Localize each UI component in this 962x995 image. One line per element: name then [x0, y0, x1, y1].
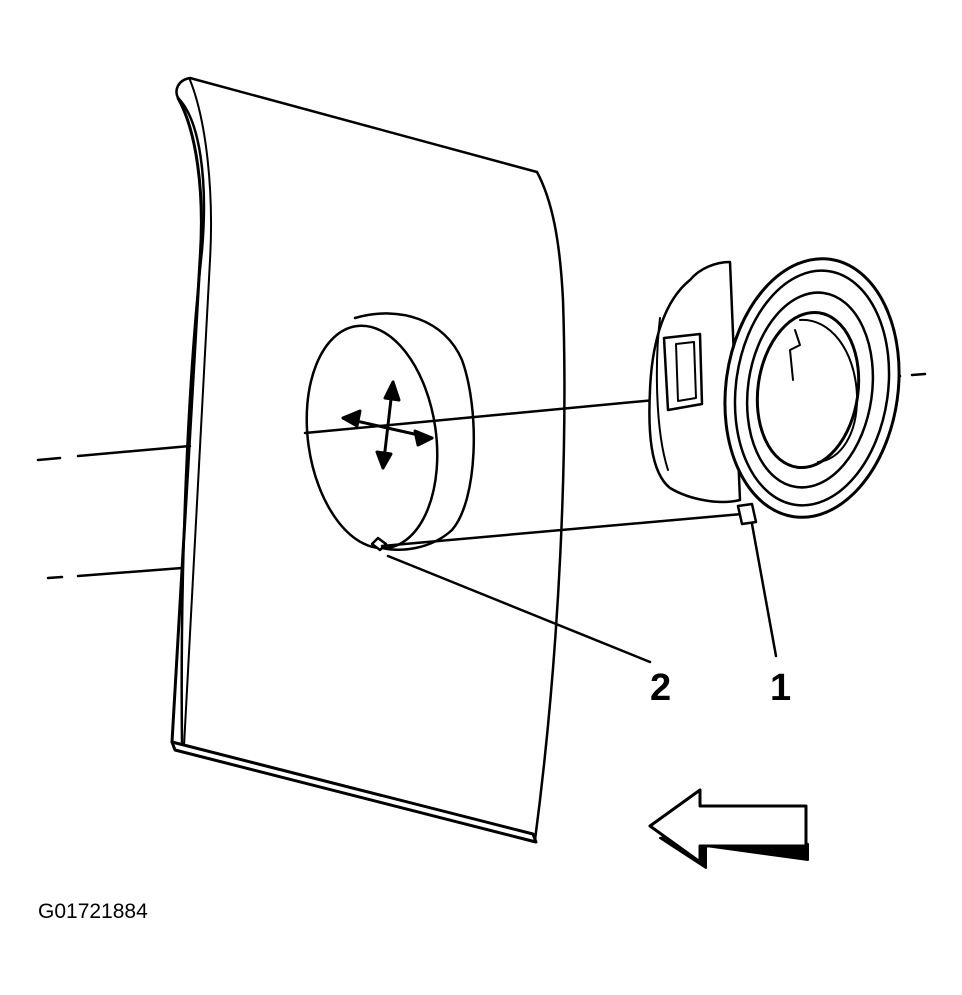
sensor-locating-tab	[736, 502, 758, 526]
figure-id: G01721884	[38, 900, 148, 923]
sensor-bezel-ring	[733, 269, 891, 507]
adjust-cross-arrows-icon	[341, 380, 434, 470]
centerline-lower	[76, 566, 184, 578]
callout-2: 2	[650, 667, 671, 709]
centerline-sensor-axis-dash	[910, 372, 927, 377]
callout-1: 1	[770, 667, 791, 709]
sensor-housing-inner-band	[655, 317, 669, 471]
tab-alignment-line	[380, 512, 744, 548]
direction-arrow-left-icon	[648, 788, 809, 869]
sensor-opening-depth	[799, 318, 859, 463]
centerline-upper-left	[36, 456, 62, 462]
alignment-lines	[36, 372, 927, 580]
sensor-clip-window	[662, 332, 704, 412]
sensor-bezel-inner-ring	[745, 291, 875, 489]
sensor-bezel-outer	[723, 257, 901, 519]
fascia-left-edge-inner	[183, 79, 212, 747]
sensor-inner-detail	[789, 329, 801, 381]
sensor-clip-window-inner	[675, 341, 697, 402]
fascia-bottom-flange-line	[181, 751, 535, 843]
centerline-upper	[76, 444, 192, 458]
direction-arrow-body	[648, 788, 808, 864]
centerline-through-hole	[303, 398, 657, 435]
leader-line-1	[750, 522, 778, 658]
hole-boss-depth	[353, 312, 476, 551]
fascia-left-edge	[170, 96, 203, 744]
fascia-bottom-flange	[170, 740, 538, 844]
parking-sensor	[648, 257, 901, 526]
leader-line-2	[386, 554, 652, 664]
centerline-lower-left	[46, 575, 64, 580]
